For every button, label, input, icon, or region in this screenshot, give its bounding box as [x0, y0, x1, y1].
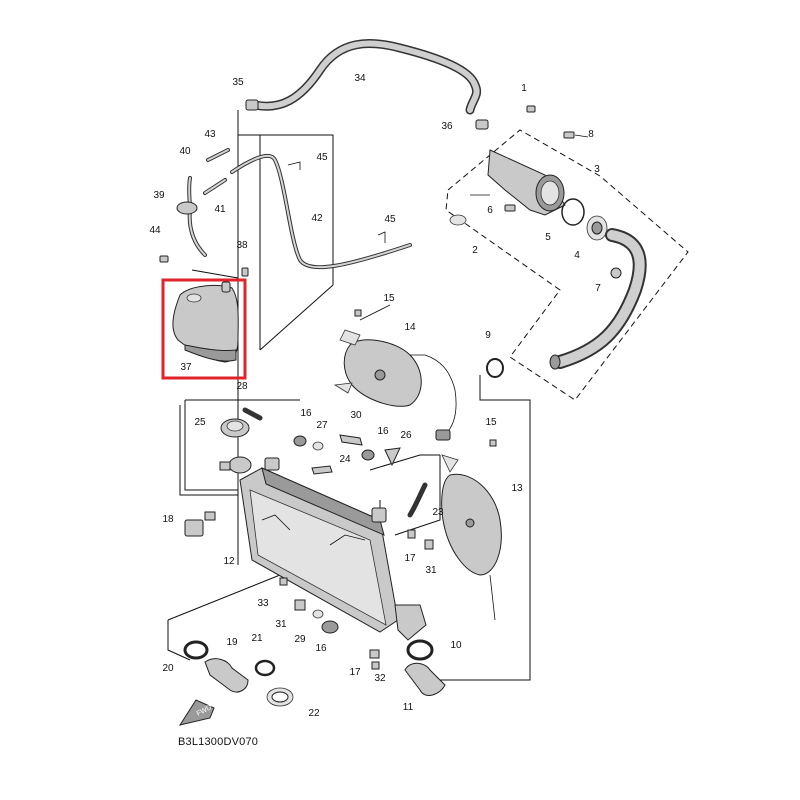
ref-number-38: 38 [236, 240, 248, 251]
ref-number-12: 12 [223, 556, 235, 567]
cooling-fan-upper [333, 309, 457, 441]
ref-number-43: 43 [204, 129, 216, 140]
ref-number-15: 15 [485, 417, 497, 428]
ref-number-32: 32 [374, 673, 386, 684]
ref-number-18: 18 [162, 514, 174, 525]
ref-number-4: 4 [574, 250, 580, 261]
reservoir-highlight-box [161, 278, 247, 380]
ref-number-3: 3 [594, 164, 600, 175]
ref-number-16: 16 [315, 643, 327, 654]
ref-number-40: 40 [179, 146, 191, 157]
ref-number-21: 21 [251, 633, 263, 644]
ref-number-9: 9 [485, 330, 491, 341]
diagram-code: B3L1300DV070 [178, 736, 258, 748]
ref-number-22: 22 [308, 708, 320, 719]
ref-number-34: 34 [354, 73, 366, 84]
ref-number-15: 15 [383, 293, 395, 304]
pipe-group-dashed-outline [445, 129, 689, 401]
ref-number-23: 23 [432, 507, 444, 518]
ref-number-17: 17 [349, 667, 361, 678]
radiator [228, 456, 427, 641]
ref-number-31: 31 [425, 565, 437, 576]
return-pipe [486, 228, 647, 378]
ref-number-11: 11 [403, 702, 414, 713]
ref-number-39: 39 [153, 190, 165, 201]
upper-hose [245, 39, 489, 130]
coolant-reservoir-tank [172, 281, 239, 363]
ref-number-35: 35 [232, 77, 244, 88]
ref-number-37: 37 [180, 362, 192, 373]
ref-number-16: 16 [377, 426, 389, 437]
small-hardware [178, 407, 446, 726]
ref-number-6: 6 [487, 205, 493, 216]
ref-number-28: 28 [236, 381, 248, 392]
ref-number-17: 17 [404, 553, 416, 564]
ref-number-36: 36 [441, 121, 453, 132]
ref-number-29: 29 [294, 634, 306, 645]
ref-number-16: 16 [300, 408, 312, 419]
ref-number-5: 5 [545, 232, 551, 243]
ref-number-31: 31 [275, 619, 287, 630]
ref-number-19: 19 [226, 637, 238, 648]
ref-number-27: 27 [316, 420, 328, 431]
ref-number-8: 8 [588, 129, 594, 140]
ref-number-26: 26 [400, 430, 412, 441]
ref-number-7: 7 [595, 283, 601, 294]
ref-number-30: 30 [350, 410, 362, 421]
ref-number-2: 2 [472, 245, 478, 256]
thermostat-housing [449, 105, 608, 241]
cooling-fan-lower [441, 439, 502, 621]
ref-number-20: 20 [162, 663, 174, 674]
ref-number-45: 45 [384, 214, 396, 225]
reference-numbers: 1234567891011121314151516161617171819202… [149, 73, 601, 719]
ref-number-33: 33 [257, 598, 269, 609]
ref-number-14: 14 [404, 322, 416, 333]
ref-number-10: 10 [450, 640, 462, 651]
ref-number-42: 42 [311, 213, 323, 224]
ref-number-25: 25 [194, 417, 206, 428]
ref-number-1: 1 [521, 83, 527, 94]
reservoir-hoses [159, 148, 412, 277]
ref-number-41: 41 [214, 204, 226, 215]
ref-number-45: 45 [316, 152, 328, 163]
ref-number-44: 44 [149, 225, 161, 236]
ref-number-24: 24 [339, 454, 351, 465]
ref-number-13: 13 [511, 483, 523, 494]
